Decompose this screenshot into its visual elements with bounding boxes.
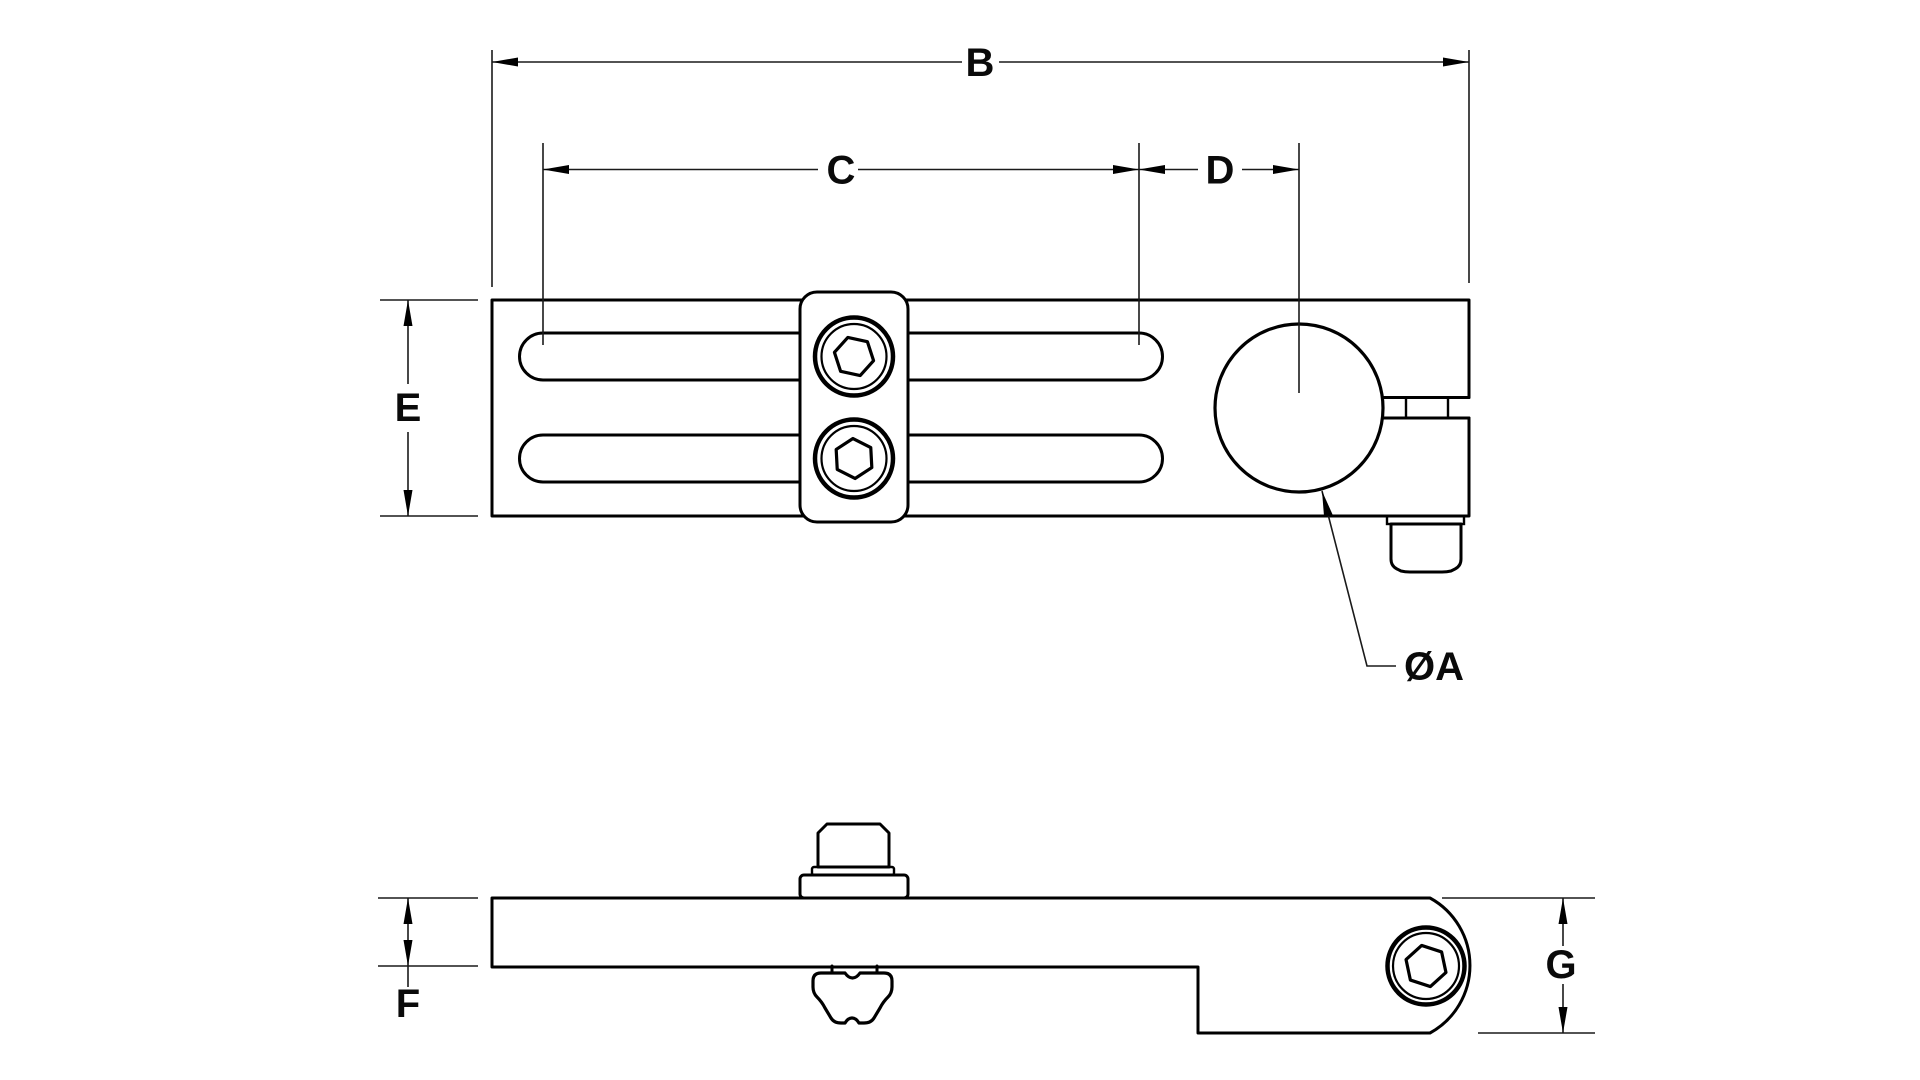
dim-label-d: D [1206,149,1235,193]
dim-d-arrow-right [1273,165,1299,174]
dim-label-bore: ØA [1404,645,1464,689]
dim-f-arrow-top [403,898,413,924]
screw-head-circle [812,315,896,398]
dim-g-arrow-top [1558,898,1568,924]
dim-f-extension-lines [378,897,478,967]
leader-line [1321,490,1396,667]
dim-e-arrow-top [403,300,413,326]
leader-arrow [1322,491,1333,518]
side-view-outline [490,896,1472,1035]
screw-chamfer-ring [820,322,888,391]
screw-chamfer-ring [820,424,888,493]
dim-label-c: C [827,149,856,193]
dimension-d: D [1139,143,1300,393]
dimension-c: C [542,143,1140,345]
top-view-bar-outline [490,298,1471,518]
dim-label-g: G [1545,943,1576,987]
dim-b-arrow-left [492,57,518,67]
socket-screw-top-2 [812,417,896,500]
side-view [490,822,1472,1035]
clamp-screw-shank [1404,397,1450,418]
screw-head-circle [812,417,896,500]
bore-diameter-callout: ØA [1321,490,1464,689]
side-screw-top [810,822,896,877]
dim-g-extension-lines [1442,897,1595,1034]
dim-c-arrow-right [1113,165,1139,174]
clamp-slit [1381,396,1471,420]
dim-d-arrow-left [1139,165,1165,174]
slide-plate [798,290,910,524]
dim-b-extension-lines [491,50,1470,287]
dim-label-f: F [396,982,420,1026]
dim-label-b: B [966,41,995,85]
dim-label-e: E [395,386,422,430]
dim-b-arrow-right [1443,57,1469,67]
dimension-e: E [380,299,478,517]
screw-chamfer-ring [1391,931,1461,1001]
socket-screw-top-1 [812,315,896,398]
dimension-g: G [1442,897,1595,1034]
screw-head-circle [1385,925,1467,1007]
slide-plate-side [798,873,910,900]
dimension-b: B [491,41,1470,287]
clamp-screw-head-body [1389,522,1463,574]
hex-socket [834,436,874,481]
t-nut-side [811,964,894,1025]
hex-socket [1404,943,1448,989]
dim-c-extension-lines [542,143,1140,345]
socket-screw-front [1385,925,1467,1007]
dim-c-arrow-left [543,165,569,174]
hex-socket [832,335,876,378]
dim-e-arrow-bottom [403,490,413,516]
dim-f-arrow-bottom [403,940,413,966]
clamp-screw-head [1385,514,1466,574]
screw-head-side [816,822,891,869]
top-view [490,290,1471,574]
dim-e-extension-lines [380,299,478,517]
dimension-f: F [378,897,478,1026]
t-nut-body [811,971,894,1025]
dim-g-arrow-bottom [1558,1007,1568,1033]
